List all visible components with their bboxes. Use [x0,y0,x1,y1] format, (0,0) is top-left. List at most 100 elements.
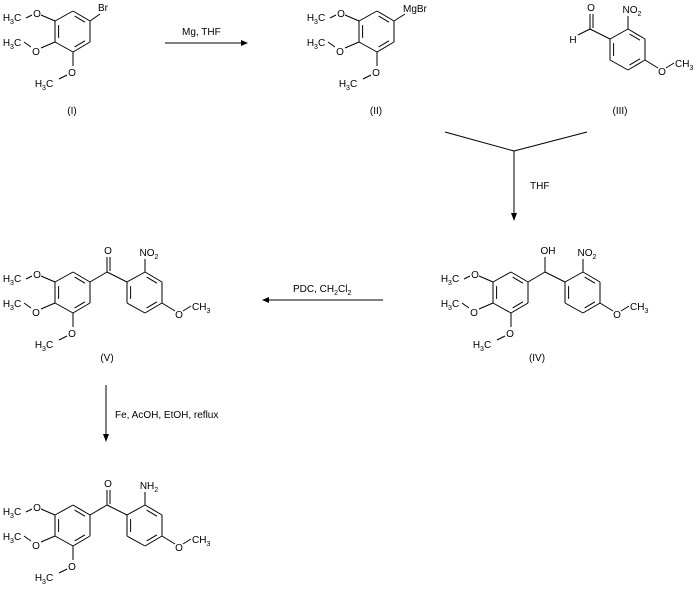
bond [40,14,56,22]
bond [564,302,584,314]
oxygen-atom: O [33,503,41,514]
reagent-step3: PDC, CH2Cl2 [293,284,351,297]
nitro-group: NO2 [578,248,597,261]
methyl-group: H3C [441,299,459,312]
oxygen-atom: O [33,270,41,281]
bond [74,15,86,23]
bond [463,275,471,280]
bond [461,302,470,309]
bond [492,302,512,314]
bond [146,509,158,517]
methyl-group: H3C [307,38,325,51]
bond [74,301,86,309]
bond [344,14,360,22]
bond [665,62,675,69]
bond [376,41,395,53]
bond [627,59,646,71]
bond [393,13,406,22]
methyl-group: H3C [3,13,21,26]
carbonyl-oxygen: O [104,246,112,257]
bond [40,508,56,516]
bond [510,271,529,283]
bond [72,504,91,516]
bond [358,41,378,53]
hydroxyl-group: OH [541,246,556,257]
bond [327,41,336,48]
bond [126,535,146,547]
bond [544,271,566,283]
methyl-group: H3C [35,79,53,92]
bond [106,271,128,283]
bond [23,535,32,542]
bond [478,275,494,283]
methyl-group: H3C [3,38,21,51]
nitro-group: NO2 [140,248,159,261]
oxygen-atom: O [470,308,478,319]
bond [72,271,91,283]
bond [146,276,158,284]
bond [599,302,614,312]
bond [629,33,641,41]
arrow-step1 [165,40,248,46]
bond [126,271,146,283]
bond [58,568,68,574]
bond [527,271,546,283]
bond [23,41,32,48]
bond [106,504,128,516]
bond [74,509,86,517]
bond [54,504,74,516]
bond [54,10,74,22]
oxygen-atom: O [32,308,40,319]
bond [496,335,506,341]
carbonyl-oxygen: O [587,3,595,14]
bond [182,305,192,312]
oxygen-atom: O [613,310,621,321]
oxygen-atom: O [175,543,183,554]
bond [362,74,372,80]
oxygen-atom: O [658,67,666,78]
bond [144,302,163,314]
bond [54,41,74,53]
bond [329,14,337,19]
bond [23,302,32,309]
reagent-step1: Mg, THF [182,27,221,38]
bond [74,276,86,284]
amino-group: NH2 [140,481,158,494]
bond [74,534,86,542]
bond [584,276,596,284]
bond [344,41,360,49]
bond [582,302,601,314]
reagent-step4: Fe, AcOH, EtOH, reflux [115,410,218,421]
bond [40,41,56,49]
oxygen-atom: O [336,47,344,58]
oxygen-atom: O [68,68,76,79]
bond [378,15,390,23]
bond [492,271,512,283]
bond [627,28,646,40]
bond [58,335,68,341]
bond [144,271,163,283]
bond [161,302,176,312]
bond [89,271,108,283]
methyl-group: H3C [339,79,357,92]
bond [478,302,494,310]
bond [609,59,629,71]
oxygen-atom: O [32,47,40,58]
bond [72,10,91,22]
bond [584,301,596,309]
bond [182,538,192,545]
bromo-group: Br [98,3,109,14]
bond [25,508,33,513]
bond [89,504,108,516]
methyl-group: H3C [3,274,21,287]
methyl-group: H3C [35,340,53,353]
methyl-group: H3C [441,274,459,287]
compound-label-II: (II) [370,106,382,117]
carbonyl-oxygen: O [104,479,112,490]
oxygen-atom: O [506,329,514,340]
hydrogen-atom: H [569,35,576,46]
